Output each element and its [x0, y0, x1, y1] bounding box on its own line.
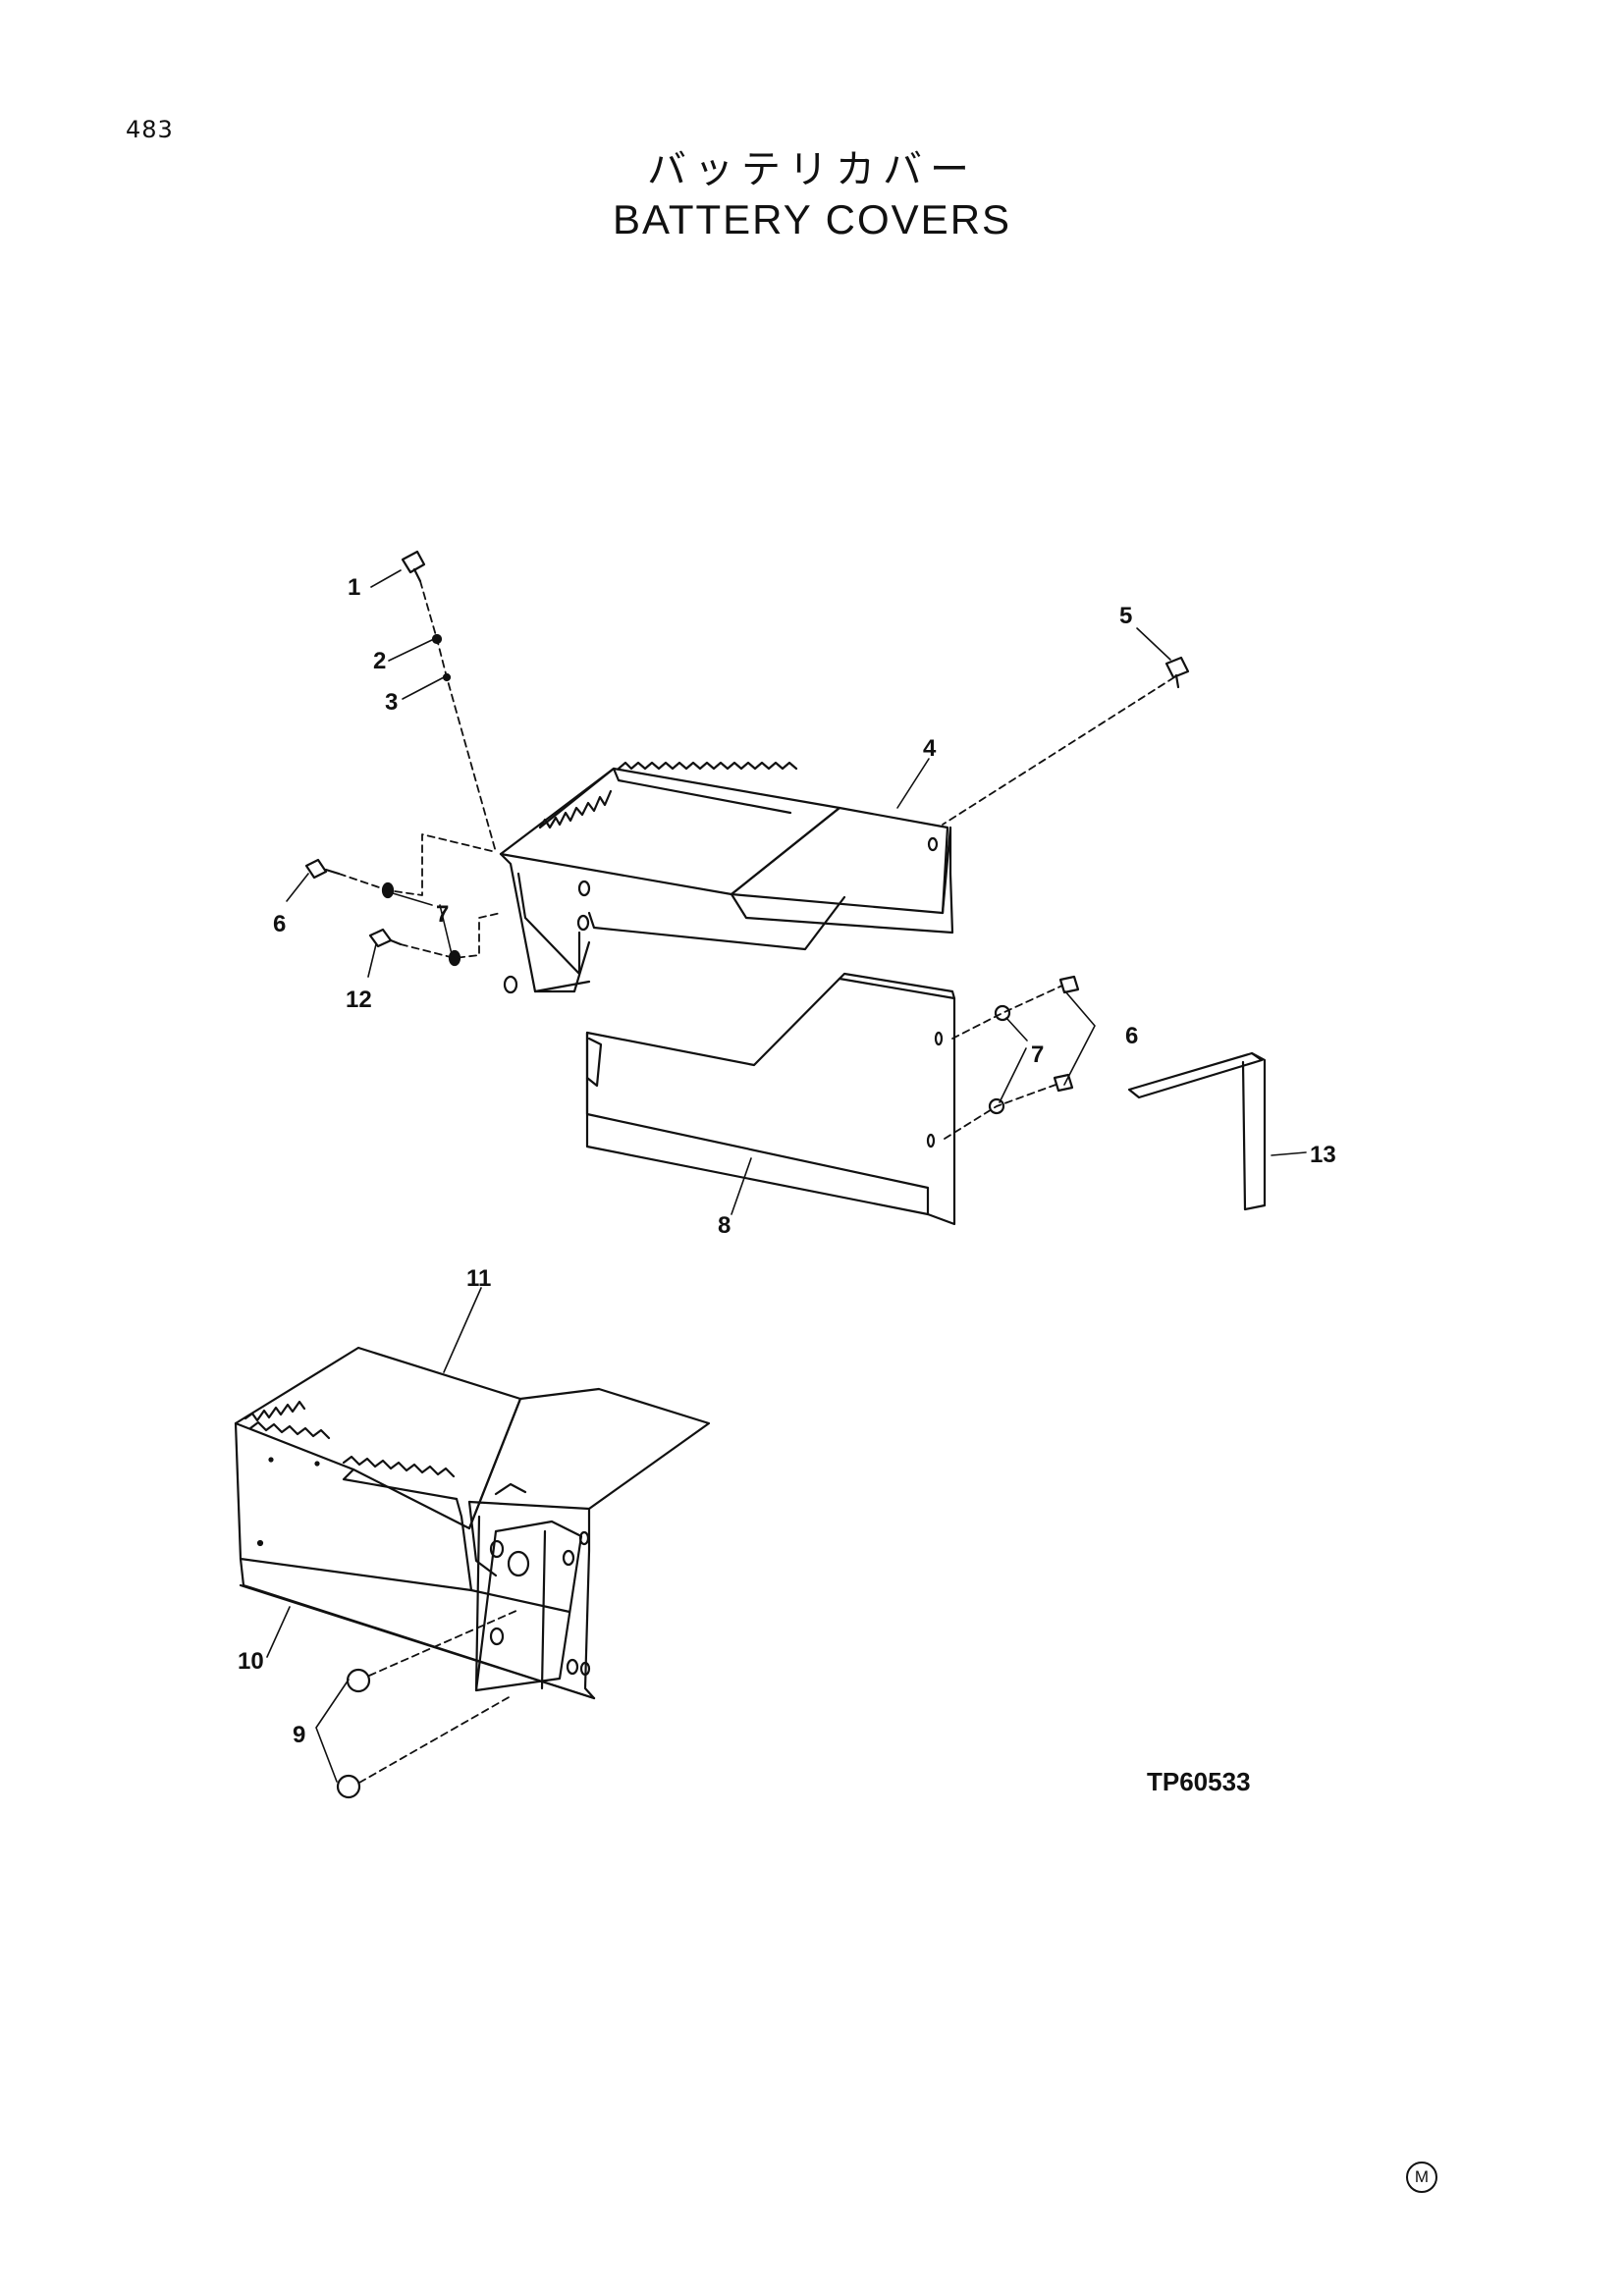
callout-7-left: 7: [436, 901, 449, 928]
callout-6-left: 6: [273, 911, 286, 937]
bracket-13: [1127, 1051, 1267, 1211]
callout-12: 12: [346, 987, 372, 1013]
page-number: 483: [126, 116, 174, 143]
fastener-bolt-12: [368, 928, 403, 948]
washer-7-right-lower: [988, 1097, 1005, 1115]
callout-7-right: 7: [1031, 1041, 1044, 1068]
callout-11: 11: [466, 1265, 491, 1292]
side-cover-8: [585, 972, 956, 1226]
callout-9: 9: [293, 1722, 305, 1748]
callout-5: 5: [1119, 603, 1132, 629]
callout-4: 4: [923, 735, 937, 762]
callout-2: 2: [373, 648, 386, 674]
fastener-bolt-6-right-upper: [1058, 975, 1080, 994]
callout-10: 10: [238, 1648, 264, 1675]
callout-1: 1: [348, 574, 360, 601]
plug-9-lower: [336, 1774, 361, 1799]
leader-lines: [266, 569, 1307, 1783]
lower-cover-assembly: [234, 1346, 711, 1700]
title-english: BATTERY COVERS: [612, 196, 1012, 242]
fastener-bolt-6-left: [304, 858, 341, 880]
callout-13: 13: [1310, 1142, 1336, 1168]
fastener-bolt-1: [401, 550, 426, 583]
dashed-connectors: [338, 580, 1175, 1784]
callout-6-right: 6: [1125, 1023, 1138, 1049]
callout-8: 8: [718, 1212, 731, 1239]
fastener-bolt-6-right-lower: [1053, 1073, 1074, 1093]
drawing-code: TP60533: [1147, 1767, 1251, 1796]
m-mark: M: [1406, 2162, 1437, 2193]
plug-9-upper: [346, 1668, 371, 1693]
title-japanese: バッテリカバー: [647, 147, 977, 192]
upper-cover-assembly: [499, 761, 954, 994]
washer-7-right-upper: [994, 1004, 1011, 1022]
callout-3: 3: [385, 689, 398, 716]
fastener-bolt-5: [1164, 656, 1190, 689]
